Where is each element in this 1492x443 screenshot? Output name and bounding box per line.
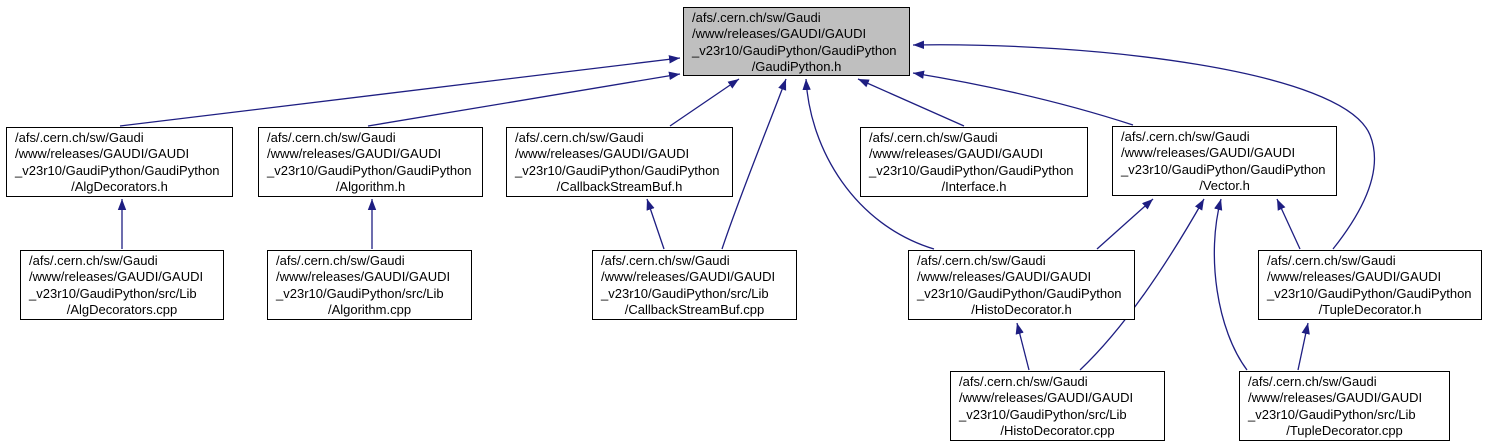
node-label-line: _v23r10/GaudiPython/src/Lib xyxy=(29,285,197,301)
edge-tupledecorator-cpp-to-vector-h xyxy=(1213,198,1248,371)
node-label-line: /afs/.cern.ch/sw/Gaudi xyxy=(29,253,158,268)
node-label-line: /afs/.cern.ch/sw/Gaudi xyxy=(267,130,396,145)
node-label-line: _v23r10/GaudiPython/src/Lib xyxy=(276,285,444,301)
node-tupledecorator-cpp[interactable]: /afs/.cern.ch/sw/Gaudi /www/releases/GAU… xyxy=(1239,371,1450,441)
node-label-line: /afs/.cern.ch/sw/Gaudi xyxy=(1267,253,1396,268)
node-label-line: _v23r10/GaudiPython/src/Lib xyxy=(959,406,1127,422)
node-label-line: /www/releases/GAUDI/GAUDI xyxy=(869,146,1044,162)
node-label-line: /TupleDecorator.cpp xyxy=(1286,423,1403,439)
edge-interface-h-to-gaudipython-h xyxy=(857,78,965,127)
node-callbackstreambuf-h[interactable]: /afs/.cern.ch/sw/Gaudi /www/releases/GAU… xyxy=(506,127,733,197)
edge-algdecorators-h-to-gaudipython-h xyxy=(119,55,681,127)
node-label-line: /www/releases/GAUDI/GAUDI xyxy=(917,269,1092,285)
node-label-line: /afs/.cern.ch/sw/Gaudi xyxy=(276,253,405,268)
edge-callbackstreambuf-cpp-to-gaudipython-h xyxy=(721,78,787,250)
node-algdecorators-cpp[interactable]: /afs/.cern.ch/sw/Gaudi /www/releases/GAU… xyxy=(20,250,224,320)
node-label-line: /Vector.h xyxy=(1199,178,1250,194)
node-label-line: /www/releases/GAUDI/GAUDI xyxy=(276,269,451,285)
node-histodecorator-cpp[interactable]: /afs/.cern.ch/sw/Gaudi /www/releases/GAU… xyxy=(950,371,1165,441)
node-label-line: /afs/.cern.ch/sw/Gaudi xyxy=(1121,129,1250,144)
node-label-line: _v23r10/GaudiPython/GaudiPython xyxy=(917,285,1122,301)
edge-tupledecorator-cpp-to-tupledecorator-h xyxy=(1297,322,1310,371)
node-label-line: _v23r10/GaudiPython/GaudiPython xyxy=(15,162,220,178)
edge-histodecorator-cpp-to-histodecorator-h xyxy=(1015,322,1030,371)
node-label-line: _v23r10/GaudiPython/src/Lib xyxy=(601,285,769,301)
node-label-line: /www/releases/GAUDI/GAUDI xyxy=(15,146,190,162)
node-tupledecorator-h[interactable]: /afs/.cern.ch/sw/Gaudi /www/releases/GAU… xyxy=(1258,250,1482,320)
node-label-line: _v23r10/GaudiPython/GaudiPython xyxy=(267,162,472,178)
node-label-line: /www/releases/GAUDI/GAUDI xyxy=(1267,269,1442,285)
node-vector-h[interactable]: /afs/.cern.ch/sw/Gaudi /www/releases/GAU… xyxy=(1112,126,1337,196)
edge-histodecorator-h-to-gaudipython-h xyxy=(802,78,935,250)
node-label-line: /www/releases/GAUDI/GAUDI xyxy=(267,146,442,162)
node-label-line: /CallbackStreamBuf.cpp xyxy=(624,302,765,318)
node-algorithm-cpp[interactable]: /afs/.cern.ch/sw/Gaudi /www/releases/GAU… xyxy=(267,250,472,320)
node-label-line: /Interface.h xyxy=(941,179,1007,195)
node-gaudipython-h[interactable]: /afs/.cern.ch/sw/Gaudi /www/releases/GAU… xyxy=(683,7,910,76)
node-label-line: /HistoDecorator.h xyxy=(971,302,1072,318)
node-interface-h[interactable]: /afs/.cern.ch/sw/Gaudi /www/releases/GAU… xyxy=(860,127,1088,197)
edge-tupledecorator-h-to-vector-h xyxy=(1276,198,1301,250)
node-label-line: /www/releases/GAUDI/GAUDI xyxy=(601,269,776,285)
edge-histodecorator-cpp-to-vector-h xyxy=(1079,198,1205,371)
node-label-line: /afs/.cern.ch/sw/Gaudi xyxy=(959,374,1088,389)
node-label-line: /afs/.cern.ch/sw/Gaudi xyxy=(692,10,821,25)
node-algdecorators-h[interactable]: /afs/.cern.ch/sw/Gaudi /www/releases/GAU… xyxy=(6,127,233,197)
node-label-line: /afs/.cern.ch/sw/Gaudi xyxy=(15,130,144,145)
node-label-line: /Algorithm.cpp xyxy=(327,302,412,318)
node-label-line: /afs/.cern.ch/sw/Gaudi xyxy=(917,253,1046,268)
edge-vector-h-to-gaudipython-h xyxy=(912,70,1134,126)
node-label-line: /AlgDecorators.cpp xyxy=(66,302,178,318)
node-label-line: /HistoDecorator.cpp xyxy=(1000,423,1115,439)
node-label-line: /www/releases/GAUDI/GAUDI xyxy=(515,146,690,162)
edge-tupledecorator-h-to-gaudipython-h xyxy=(912,40,1375,250)
node-label-line: /afs/.cern.ch/sw/Gaudi xyxy=(1248,374,1377,389)
node-algorithm-h[interactable]: /afs/.cern.ch/sw/Gaudi /www/releases/GAU… xyxy=(258,127,483,197)
node-label-line: /Algorithm.h xyxy=(335,179,406,195)
node-label-line: /CallbackStreamBuf.h xyxy=(556,179,683,195)
node-label-line: _v23r10/GaudiPython/GaudiPython xyxy=(1121,161,1326,177)
node-label-line: /www/releases/GAUDI/GAUDI xyxy=(1248,390,1423,406)
node-label-line: /AlgDecorators.h xyxy=(71,179,168,195)
node-label-line: /afs/.cern.ch/sw/Gaudi xyxy=(601,253,730,268)
edge-callbackstreambuf-h-to-gaudipython-h xyxy=(669,78,740,127)
node-label-line: /www/releases/GAUDI/GAUDI xyxy=(692,26,867,42)
node-label-line: /TupleDecorator.h xyxy=(1318,302,1422,318)
node-label-line: _v23r10/GaudiPython/GaudiPython xyxy=(515,162,720,178)
node-label-line: /www/releases/GAUDI/GAUDI xyxy=(1121,145,1296,161)
node-label-line: _v23r10/GaudiPython/GaudiPython xyxy=(869,162,1074,178)
node-label-line: /afs/.cern.ch/sw/Gaudi xyxy=(515,130,644,145)
node-label-line: /www/releases/GAUDI/GAUDI xyxy=(29,269,204,285)
node-label-line: _v23r10/GaudiPython/GaudiPython xyxy=(1267,285,1472,301)
node-callbackstreambuf-cpp[interactable]: /afs/.cern.ch/sw/Gaudi /www/releases/GAU… xyxy=(592,250,797,320)
node-label-line: _v23r10/GaudiPython/src/Lib xyxy=(1248,406,1416,422)
node-label-line: /GaudiPython.h xyxy=(751,59,842,75)
node-histodecorator-h[interactable]: /afs/.cern.ch/sw/Gaudi /www/releases/GAU… xyxy=(908,250,1135,320)
edge-algorithm-h-to-gaudipython-h xyxy=(367,71,681,127)
edge-callbackstreambuf-cpp-to-callbackstreambuf-h xyxy=(646,198,665,250)
node-label-line: _v23r10/GaudiPython/GaudiPython xyxy=(692,42,897,58)
node-label-line: /afs/.cern.ch/sw/Gaudi xyxy=(869,130,998,145)
edge-histodecorator-h-to-vector-h xyxy=(1096,198,1154,250)
node-label-line: /www/releases/GAUDI/GAUDI xyxy=(959,390,1134,406)
